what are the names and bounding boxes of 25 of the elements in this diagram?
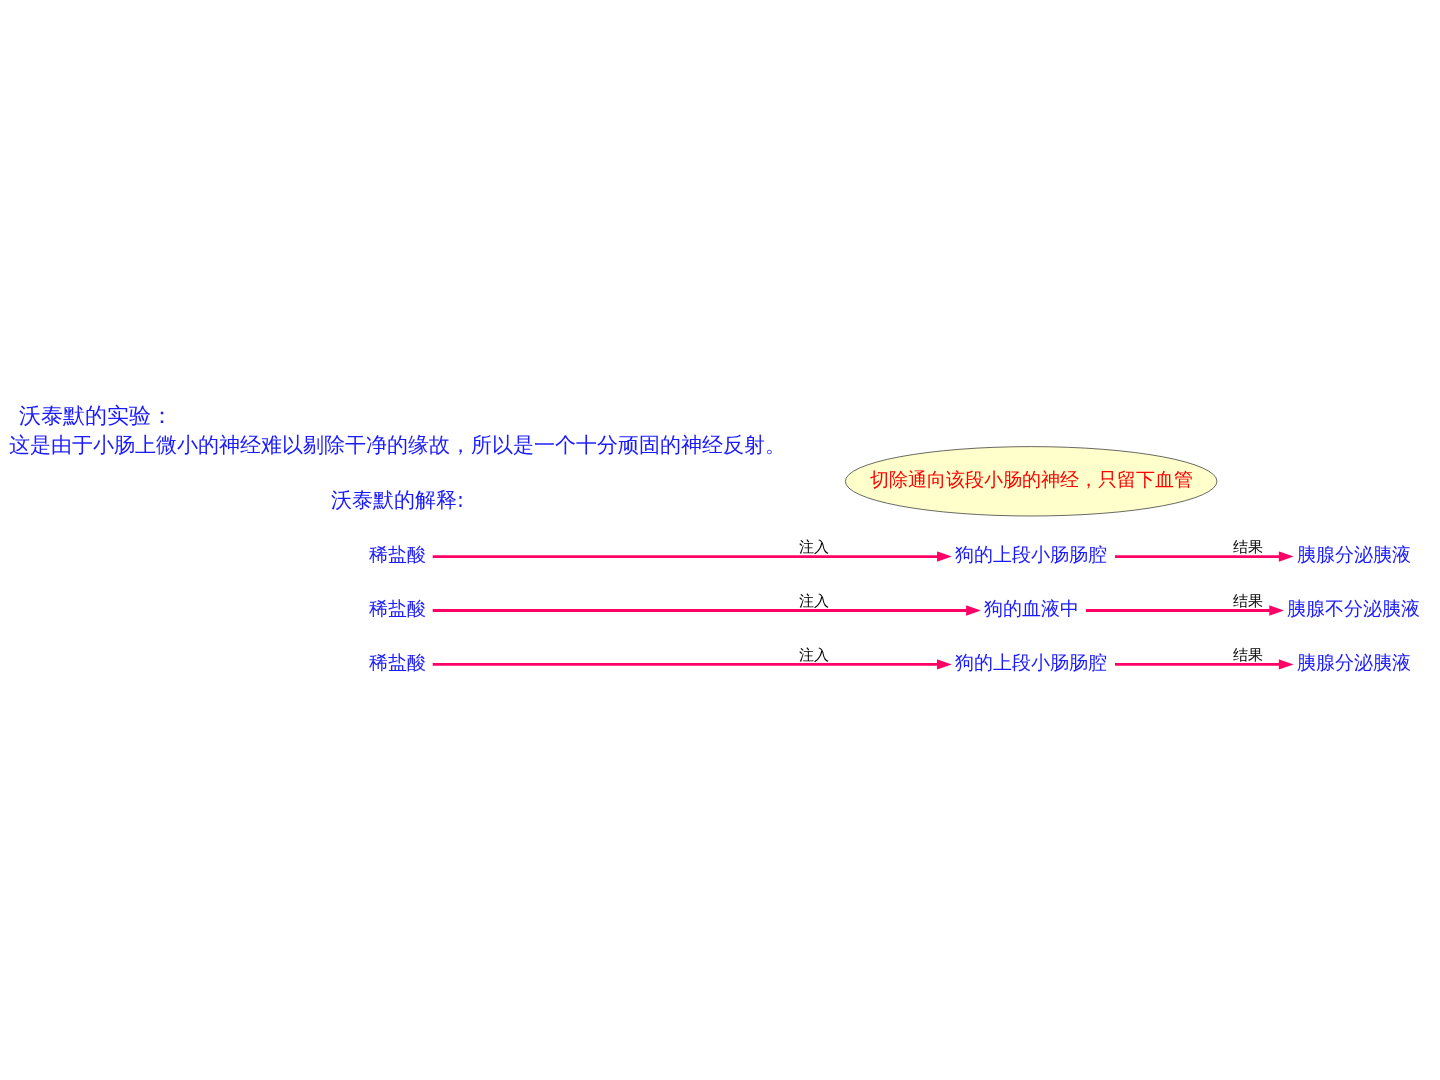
node-text: 狗的上段小肠肠腔 (955, 651, 1108, 675)
edge-label: 注入 (798, 538, 829, 556)
node-text: 稀盐酸 (369, 651, 427, 675)
node-text: 胰腺分泌胰液 (1296, 651, 1411, 675)
node-text: 稀盐酸 (369, 543, 427, 567)
arrow (432, 659, 952, 670)
arrow (1115, 551, 1294, 562)
arrow (432, 551, 952, 562)
edge-label: 结果 (1233, 538, 1264, 556)
label: 这是由于小肠上微小的神经难以剔除干净的缘故，所以是一个十分顽固的神经反射。 (9, 432, 787, 457)
edge-label: 注入 (798, 645, 829, 663)
node-text: 狗的上段小肠肠腔 (955, 543, 1108, 567)
node-text: 胰腺分泌胰液 (1296, 543, 1411, 567)
label: 沃泰默的解释: (331, 488, 465, 513)
node-ellipse: 切除通向该段小肠的神经，只留下血管 (845, 446, 1218, 517)
edge-label: 结果 (1233, 645, 1264, 663)
edge-label: 注入 (798, 592, 829, 610)
node-text: 稀盐酸 (369, 597, 427, 621)
node-text: 狗的血液中 (983, 597, 1079, 621)
arrow (1086, 605, 1285, 616)
arrow (432, 605, 981, 616)
diagram-title: 沃泰默的实验： (19, 401, 174, 428)
arrow (1115, 659, 1294, 670)
node-text: 胰腺不分泌胰液 (1287, 597, 1421, 621)
edge-label: 结果 (1233, 592, 1264, 610)
